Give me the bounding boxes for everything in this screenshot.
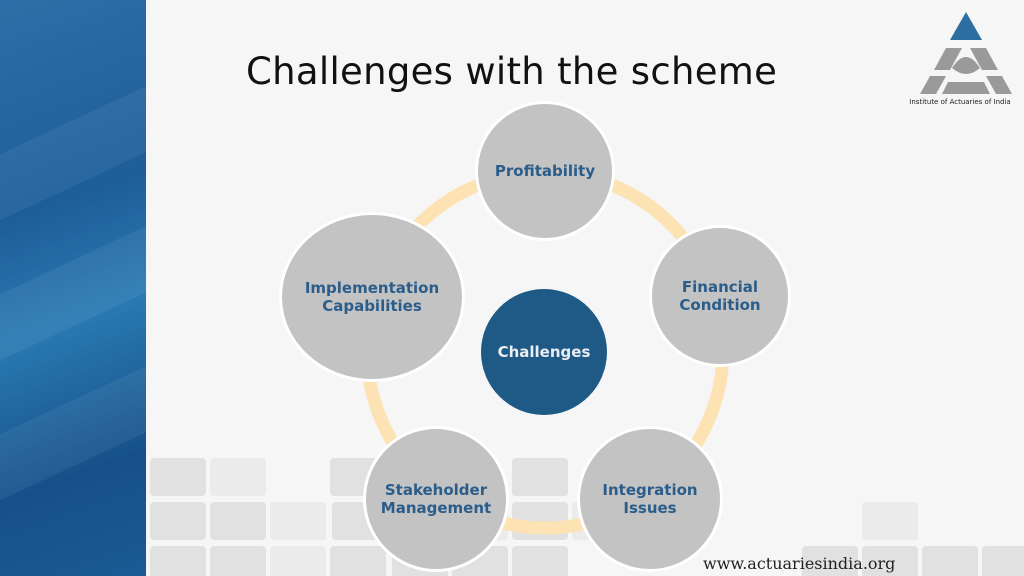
node-label: Profitability bbox=[494, 162, 596, 180]
logo-caption: Institute of Actuaries of India bbox=[909, 98, 1011, 106]
node-stakeholder-management: Stakeholder Management bbox=[363, 426, 509, 572]
node-label: Financial Condition bbox=[679, 278, 761, 314]
node-integration-issues: Integration Issues bbox=[577, 426, 723, 572]
center-label: Challenges bbox=[497, 343, 591, 361]
node-label: Stakeholder Management bbox=[380, 481, 492, 517]
node-label: Integration Issues bbox=[602, 481, 698, 517]
slide-title: Challenges with the scheme bbox=[246, 50, 778, 93]
sidebar-background bbox=[0, 0, 202, 576]
footer-url: www.actuariesindia.org bbox=[703, 554, 896, 573]
node-center-challenges: Challenges bbox=[481, 289, 607, 415]
node-implementation-capabilities: Implementation Capabilities bbox=[279, 212, 465, 382]
node-profitability: Profitability bbox=[475, 101, 615, 241]
node-label: Implementation Capabilities bbox=[304, 279, 440, 315]
node-financial-condition: Financial Condition bbox=[649, 225, 791, 367]
slide-area bbox=[146, 0, 1024, 576]
institute-logo bbox=[920, 12, 1012, 94]
